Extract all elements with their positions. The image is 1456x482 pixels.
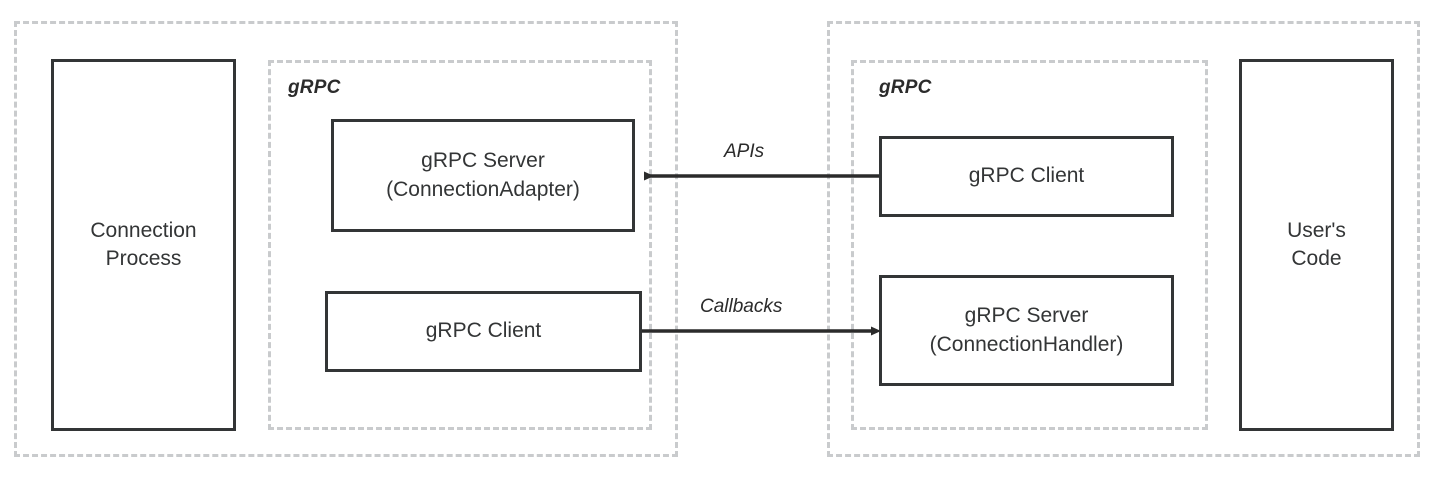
box-users-code-label: User's Code bbox=[1287, 218, 1346, 270]
group-connection-process-outer bbox=[14, 21, 678, 457]
box-grpc-server-connection-handler[interactable]: gRPC Server (ConnectionHandler) bbox=[879, 275, 1174, 386]
box-grpc-server-connection-handler-label: gRPC Server (ConnectionHandler) bbox=[929, 304, 1124, 356]
box-connection-process[interactable]: Connection Process bbox=[51, 59, 236, 431]
group-grpc-left-label: gRPC bbox=[288, 77, 341, 98]
edge-label-callbacks: Callbacks bbox=[700, 296, 783, 317]
group-users-code-outer bbox=[827, 21, 1420, 457]
box-grpc-client-left-label: gRPC Client bbox=[425, 319, 542, 343]
group-grpc-right bbox=[851, 60, 1208, 430]
box-grpc-server-connection-adapter-label: gRPC Server (ConnectionAdapter) bbox=[386, 149, 580, 201]
box-grpc-client-left[interactable]: gRPC Client bbox=[325, 291, 642, 372]
box-grpc-client-right[interactable]: gRPC Client bbox=[879, 136, 1174, 217]
box-connection-process-label: Connection Process bbox=[90, 218, 197, 270]
box-grpc-server-connection-adapter[interactable]: gRPC Server (ConnectionAdapter) bbox=[331, 119, 635, 232]
box-users-code[interactable]: User's Code bbox=[1239, 59, 1394, 431]
box-grpc-client-right-label: gRPC Client bbox=[968, 164, 1085, 188]
group-grpc-right-label: gRPC bbox=[879, 77, 932, 98]
edge-label-apis: APIs bbox=[724, 141, 765, 162]
group-grpc-left bbox=[268, 60, 652, 430]
